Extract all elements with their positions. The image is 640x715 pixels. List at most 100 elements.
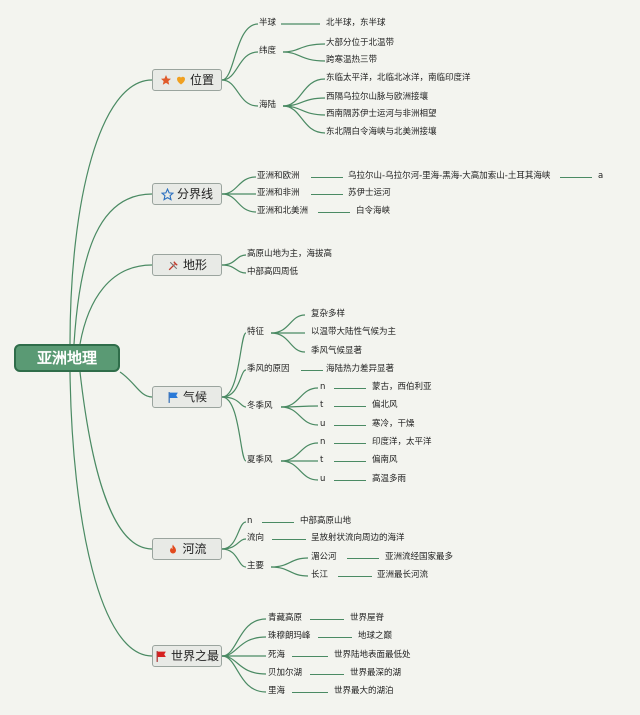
climate-summer-key-2: t (320, 455, 324, 465)
fire-icon (170, 544, 177, 553)
branch-records-label: 世界之最 (170, 649, 219, 663)
rivers-major-connector-2 (338, 576, 372, 577)
rivers-major-connector-1 (347, 558, 379, 559)
climate-summer-key-1: n (320, 437, 326, 447)
rivers-major-name-1[interactable]: 湄公河 (311, 552, 337, 562)
rivers-major-name-2[interactable]: 长江 (311, 570, 329, 580)
rivers-major-value-2[interactable]: 亚洲最长河流 (377, 570, 429, 580)
edge-root-location (69, 79, 153, 345)
boundary-europe-tail[interactable]: a (598, 171, 604, 181)
records-value-4[interactable]: 世界最深的湖 (350, 668, 402, 678)
branch-boundary-label: 分界线 (176, 187, 213, 201)
climate-features-value-1[interactable]: 复杂多样 (311, 309, 346, 319)
boundary-europe-tail-connector (560, 177, 592, 178)
climate-summer-connector-1 (334, 443, 366, 444)
edge-root-rivers (79, 371, 153, 550)
branch-terrain[interactable]: 地形 (152, 254, 222, 276)
branch-terrain-label: 地形 (182, 258, 207, 272)
climate-summer-label[interactable]: 夏季风 (247, 455, 273, 465)
flag-red-icon (156, 650, 166, 662)
rivers-flow-connector (272, 539, 306, 540)
records-value-3[interactable]: 世界陆地表面最低处 (334, 650, 411, 660)
location-sealand-value-2[interactable]: 西隔乌拉尔山脉与欧洲接壤 (326, 92, 429, 102)
tools-icon (168, 260, 178, 270)
boundary-europe-value[interactable]: 乌拉尔山-乌拉尔河-里海-黑海-大高加索山-土耳其海峡 (348, 171, 551, 181)
location-hemisphere-label[interactable]: 半球 (259, 18, 277, 28)
climate-winter-value-2[interactable]: 偏北风 (372, 400, 398, 410)
heart-icon (176, 76, 185, 85)
records-name-3[interactable]: 死海 (268, 650, 286, 660)
location-sealand-label[interactable]: 海陆 (259, 100, 277, 110)
records-connector-1 (310, 619, 344, 620)
rivers-major-value-1[interactable]: 亚洲流经国家最多 (385, 552, 454, 562)
location-latitude-value-2[interactable]: 跨寒温热三带 (326, 55, 378, 65)
terrain-item-2[interactable]: 中部高四周低 (247, 267, 299, 277)
climate-summer-connector-2 (334, 461, 366, 462)
boundary-africa-connector (311, 194, 343, 195)
records-name-2[interactable]: 珠穆朗玛峰 (268, 631, 311, 641)
edge-root-terrain (79, 264, 153, 345)
climate-features-value-3[interactable]: 季风气候显著 (311, 346, 363, 356)
flag-blue-icon (168, 391, 178, 403)
records-value-1[interactable]: 世界屋脊 (350, 613, 385, 623)
climate-winter-key-1: n (320, 382, 326, 392)
location-hemisphere-value[interactable]: 北半球，东半球 (326, 18, 386, 28)
location-sealand-value-3[interactable]: 西南隔苏伊士运河与非洲相望 (326, 109, 437, 119)
records-connector-3 (292, 656, 328, 657)
climate-winter-connector-2 (334, 406, 366, 407)
star-icon (160, 75, 171, 85)
branch-climate[interactable]: 气候 (152, 386, 222, 408)
records-name-5[interactable]: 里海 (268, 686, 286, 696)
climate-summer-value-2[interactable]: 偏南风 (372, 455, 398, 465)
climate-cause-label[interactable]: 季风的原因 (247, 364, 290, 374)
rivers-flow-value[interactable]: 呈放射状流向周边的海洋 (311, 533, 405, 543)
location-latitude-value-1[interactable]: 大部分位于北温带 (326, 38, 395, 48)
climate-winter-key-3: u (320, 419, 326, 429)
edge-root-climate (119, 371, 153, 398)
climate-summer-value-3[interactable]: 高温多雨 (372, 474, 407, 484)
star-outline-icon (160, 187, 174, 201)
edge-root-records (69, 371, 153, 657)
climate-cause-value[interactable]: 海陆热力差异显著 (326, 364, 395, 374)
climate-winter-label[interactable]: 冬季风 (247, 401, 273, 411)
climate-summer-value-1[interactable]: 印度洋，太平洋 (372, 437, 432, 447)
boundary-europe-connector (311, 177, 343, 178)
boundary-northamerica-value[interactable]: 白令海峡 (356, 206, 391, 216)
records-value-2[interactable]: 地球之巅 (358, 631, 393, 641)
rivers-major-label[interactable]: 主要 (247, 561, 265, 571)
records-connector-4 (310, 674, 344, 675)
climate-winter-value-1[interactable]: 蒙古，西伯利亚 (372, 382, 432, 392)
rivers-source-value[interactable]: 中部高原山地 (300, 516, 352, 526)
rivers-source-connector (262, 522, 294, 523)
climate-features-label[interactable]: 特征 (247, 327, 265, 337)
location-latitude-label[interactable]: 纬度 (259, 46, 277, 56)
records-connector-2 (318, 637, 352, 638)
terrain-item-1[interactable]: 高原山地为主，海拔高 (247, 249, 333, 259)
climate-winter-value-3[interactable]: 寒冷，干燥 (372, 419, 415, 429)
climate-summer-key-3: u (320, 474, 326, 484)
branch-location-label: 位置 (189, 73, 214, 87)
branch-boundary[interactable]: 分界线 (152, 183, 222, 205)
climate-features-value-2[interactable]: 以温带大陆性气候为主 (311, 327, 397, 337)
climate-cause-connector (301, 370, 323, 371)
location-sealand-value-1[interactable]: 东临太平洋，北临北冰洋，南临印度洋 (326, 73, 471, 83)
records-name-4[interactable]: 贝加尔湖 (268, 668, 303, 678)
records-name-1[interactable]: 青藏高原 (268, 613, 303, 623)
climate-winter-connector-1 (334, 388, 366, 389)
branch-records[interactable]: 世界之最 (152, 645, 222, 667)
rivers-source-key: n (247, 516, 253, 526)
boundary-africa-value[interactable]: 苏伊士运河 (348, 188, 391, 198)
records-value-5[interactable]: 世界最大的湖泊 (334, 686, 394, 696)
boundary-europe-label[interactable]: 亚洲和欧洲 (257, 171, 300, 181)
branch-rivers[interactable]: 河流 (152, 538, 222, 560)
rivers-flow-label[interactable]: 流向 (247, 533, 265, 543)
root-node[interactable]: 亚洲地理 (14, 344, 120, 372)
boundary-africa-label[interactable]: 亚洲和非洲 (257, 188, 300, 198)
branch-location[interactable]: 位置 (152, 69, 222, 91)
boundary-northamerica-label[interactable]: 亚洲和北美洲 (257, 206, 309, 216)
edge-root-boundary (73, 193, 153, 345)
climate-summer-connector-3 (334, 480, 366, 481)
boundary-northamerica-connector (318, 212, 350, 213)
location-sealand-value-4[interactable]: 东北隔白令海峡与北美洲接壤 (326, 127, 437, 137)
